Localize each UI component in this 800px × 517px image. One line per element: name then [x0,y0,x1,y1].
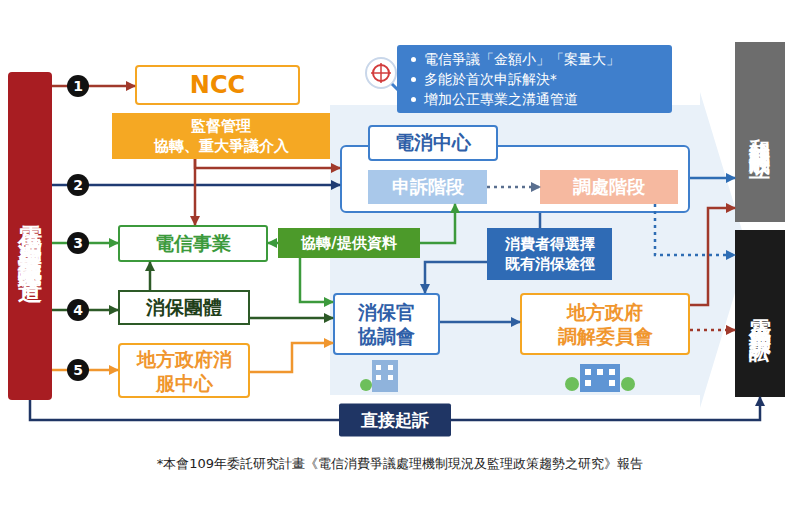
tree-icon [621,377,635,391]
connector [690,208,735,305]
connector [425,262,487,293]
connector [149,262,152,290]
node-text: 電消中心 [368,125,498,161]
node-text: 協轉/提供資料 [301,234,396,253]
node-text: 電信事業 [155,231,231,257]
building-icon [580,364,620,392]
connector [539,213,542,228]
node-text: 地方政府 調解委員會 [528,300,682,348]
magnifier-disc [366,58,396,88]
stage-box: 申訴階段 [368,170,487,204]
callout-number: 2 [67,174,89,196]
channel-band: 電信消費爭議處理管道 [8,72,52,400]
node-text: 多能於首次申訴解決* [424,69,557,89]
connector [690,177,735,180]
building-icon [372,360,398,392]
bullet-row: 多能於首次申訴解決* [411,69,557,89]
node-text: 消保官 協調會 [341,300,432,348]
connector [195,159,340,168]
bullet-row: 增加公正專業之溝通管道 [411,89,578,109]
connector [690,329,735,332]
building-window [388,365,393,370]
callout-number: 3 [67,232,89,254]
building-window [376,375,381,380]
center-container: 電消中心申訴階段調處階段 [340,145,690,213]
magnifier-cross [371,72,391,74]
node-text: 電信爭議「金額小」「案量大」 [424,49,620,69]
tree-icon [360,379,372,391]
bullet-dot [411,97,416,102]
building-window [609,380,615,386]
building-window [376,365,381,370]
node-text: 申訴階段 [392,175,464,199]
building-window [609,369,615,375]
node-text: 消費者得選擇 既有消保途徑 [493,234,606,274]
supervision-box: 監督管理協轉、重大爭議介入 [112,113,330,159]
node-text: 電信消費訴訟 [745,302,775,326]
option-box: 消費者得選擇 既有消保途徑 [487,228,612,280]
bullet-dot [411,57,416,62]
liaison-box: 協轉/提供資料 [278,228,420,258]
node-text: 調處階段 [573,175,645,199]
callout-number: 5 [67,359,89,381]
agency-box: NCC [135,65,300,105]
callout-number: 4 [67,299,89,321]
connector [52,85,135,88]
service-box: 地方政府消 服中心 [118,343,250,398]
callout-number: 1 [67,75,89,97]
stage-box: 調處階段 [540,170,678,204]
tree-icon [565,377,579,391]
group-box: 消保團體 [118,290,250,325]
outcome-band: 和解或調解成立 [735,42,785,222]
connector [250,343,333,372]
connector [440,321,520,324]
node-text: 電信消費爭議處理管道 [14,206,46,266]
node-text: NCC [190,71,245,99]
connector [268,242,278,245]
committee-box: 地方政府 調解委員會 [520,293,690,355]
bullet-dot [411,77,416,82]
building-window [585,369,591,375]
node-text: 增加公正專業之溝通管道 [424,89,578,109]
node-text: 協轉、重大爭議介入 [154,136,289,156]
edge-label: 直接起訴 [339,404,451,437]
note-callout: 電信爭議「金額小」「案量大」多能於首次申訴解決*增加公正專業之溝通管道 [397,45,672,113]
mediation-box: 消保官 協調會 [333,293,440,355]
connector [250,317,333,320]
bullet-row: 電信爭議「金額小」「案量大」 [411,49,620,69]
lawsuit-band: 電信消費訴訟 [735,230,785,397]
connector [52,184,340,187]
building-window [585,380,591,386]
caption-text: *本會109年委託研究計畫《電信消費爭議處理機制現況及監理政策趨勢之研究》報告 [0,455,800,473]
node-text: 監督管理 [191,116,251,136]
node-text: 地方政府消 服中心 [126,347,242,395]
building-window [597,369,603,375]
operator-box: 電信事業 [118,225,268,262]
connector [300,258,333,302]
node-text: 和解或調解成立 [746,122,774,143]
building-window [388,375,393,380]
connector [194,159,197,225]
node-text: 消保團體 [146,295,222,321]
